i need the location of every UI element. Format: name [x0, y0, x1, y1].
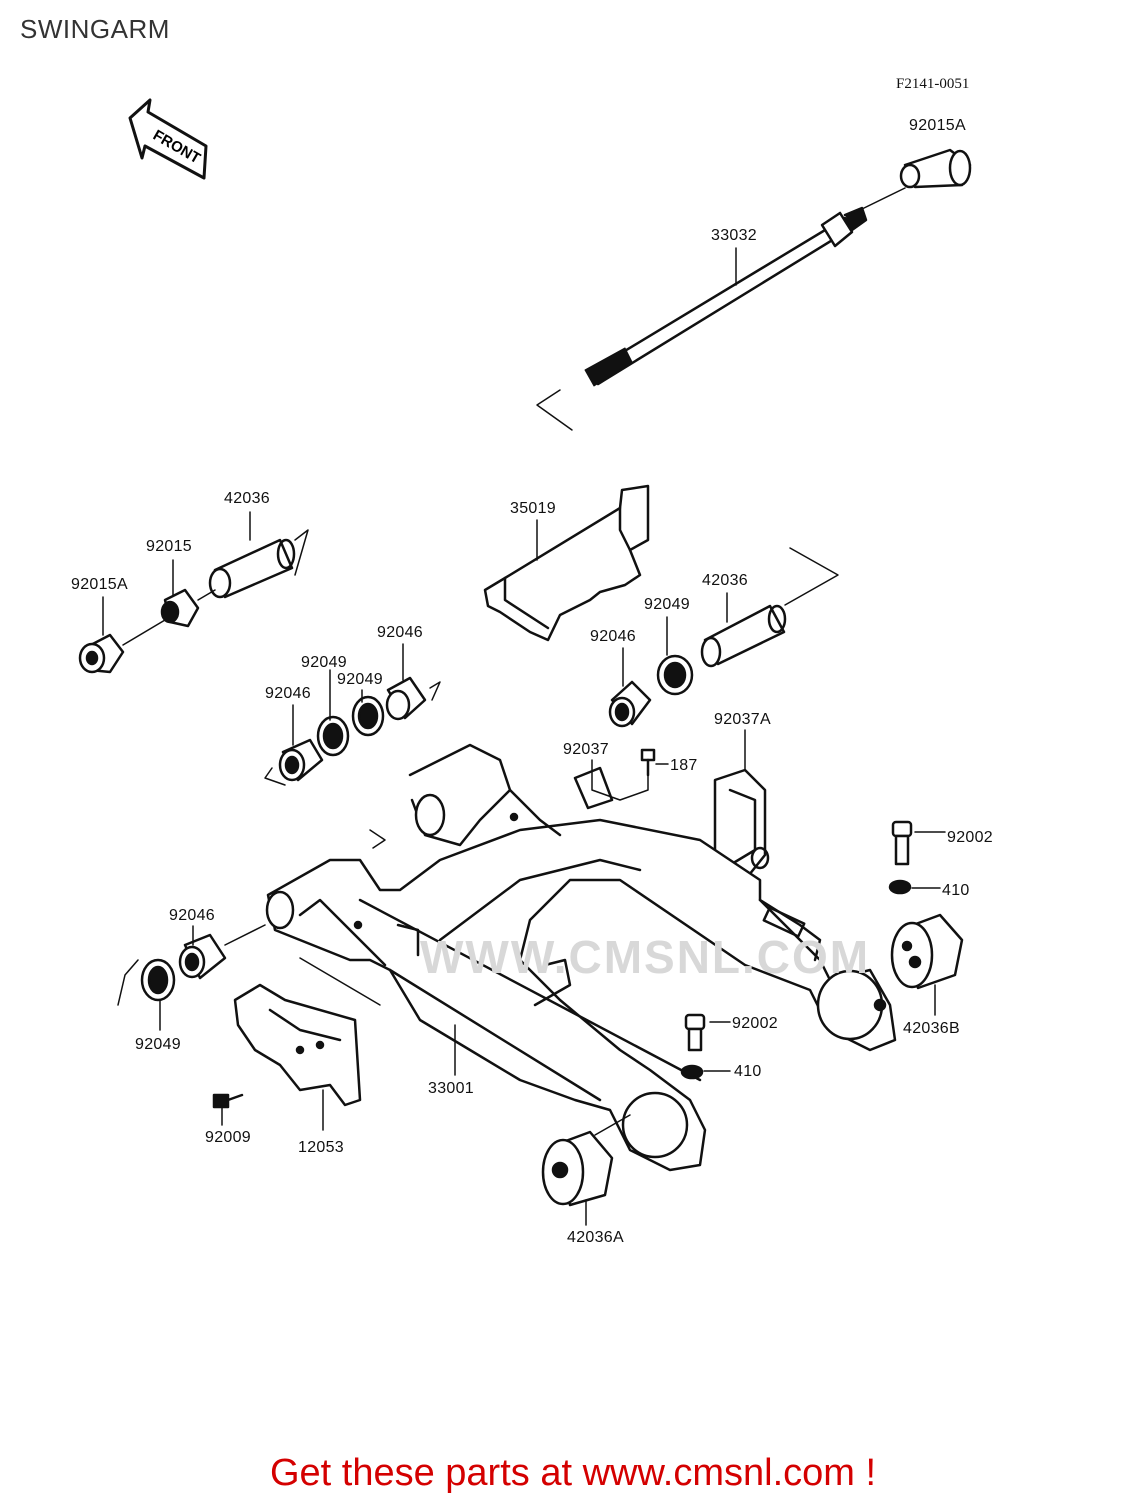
promo-link[interactable]: Get these parts at www.cmsnl.com !: [269, 1452, 877, 1494]
part-label: 42036A: [567, 1229, 624, 1246]
part-92049-right: [656, 654, 694, 696]
part-42036-right: [700, 604, 787, 668]
part-92015: [160, 588, 200, 628]
part-label: 92046: [590, 628, 636, 645]
part-label: 92009: [205, 1129, 251, 1146]
part-92046-left-upper: [385, 676, 427, 721]
watermark: WWW.CMSNL.COM: [420, 931, 871, 983]
part-35019-bracket: [483, 484, 650, 642]
part-42036b-adjuster: [890, 913, 964, 990]
part-92049-left-b: [351, 695, 385, 737]
part-92015a-top: [899, 148, 972, 189]
part-label: 92002: [732, 1015, 778, 1032]
part-label: 92049: [337, 671, 383, 688]
part-label: 35019: [510, 500, 556, 517]
part-92049-left-a: [316, 715, 350, 757]
part-12053-guide: [233, 983, 362, 1107]
part-label: 92046: [265, 685, 311, 702]
part-92037-clip: [573, 766, 614, 810]
part-92002-upper: [891, 820, 913, 866]
part-label: 33032: [711, 227, 757, 244]
part-label: 187: [670, 757, 698, 774]
part-label: 42036B: [903, 1020, 960, 1037]
part-33032-axle: [584, 206, 868, 387]
swingarm-diagram: FRONT: [78, 98, 972, 1226]
part-92009-screw: [212, 1093, 244, 1109]
front-arrow-icon: [128, 98, 208, 180]
part-42036-left: [208, 538, 296, 599]
part-label: 410: [942, 882, 970, 899]
part-label: 92037A: [714, 711, 771, 728]
part-92046-left-lower: [278, 738, 324, 782]
diagram-code: F2141-0051: [896, 76, 970, 92]
part-label: 92049: [644, 596, 690, 613]
part-410-upper: [888, 879, 912, 895]
part-92015a-left: [78, 633, 125, 674]
part-92049-lower: [140, 958, 176, 1002]
part-label: 42036: [224, 490, 270, 507]
part-label: 92046: [377, 624, 423, 641]
part-label: 12053: [298, 1139, 344, 1156]
part-410-lower: [680, 1064, 704, 1080]
part-label: 92015: [146, 538, 192, 555]
part-92046-lower: [178, 933, 227, 980]
part-92046-right: [608, 680, 652, 728]
part-label: 33001: [428, 1080, 474, 1097]
page-title: SWINGARM: [20, 14, 170, 44]
part-42036a-adjuster: [541, 1130, 614, 1207]
part-label: 92037: [563, 741, 609, 758]
part-33001-swingarm: [265, 743, 897, 1172]
part-label: 92015A: [71, 576, 128, 593]
part-187-bolt: [640, 748, 656, 777]
part-label: 92046: [169, 907, 215, 924]
part-label: 92015A: [909, 117, 966, 134]
part-label: 92049: [301, 654, 347, 671]
part-label: 42036: [702, 572, 748, 589]
part-label: 92002: [947, 829, 993, 846]
part-label: 410: [734, 1063, 762, 1080]
part-92002-lower: [684, 1013, 706, 1052]
part-label: 92049: [135, 1036, 181, 1053]
